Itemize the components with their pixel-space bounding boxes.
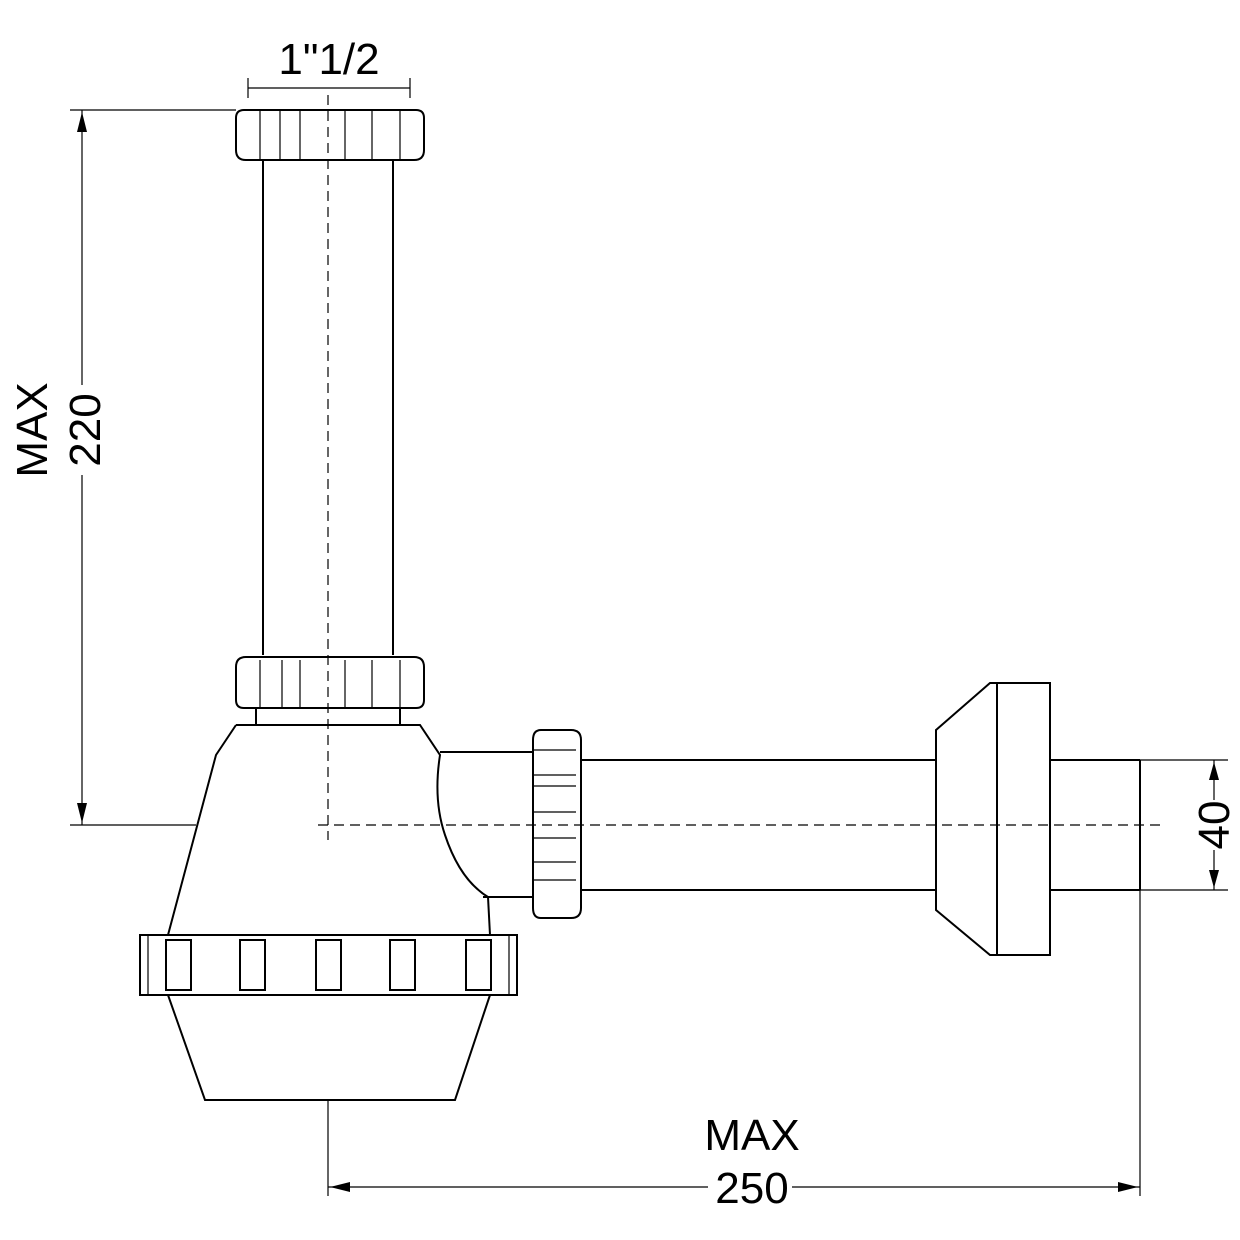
thread-size-label: 1"1/2 (278, 35, 379, 84)
height-value-label: 220 (61, 393, 110, 466)
middle-coupling-nut (235, 656, 425, 726)
width-max-label: MAX (704, 1111, 799, 1160)
trap-bottle-body (167, 724, 533, 1101)
width-dimension: MAX 250 (327, 890, 1141, 1213)
height-max-label: MAX (8, 382, 57, 477)
wall-flange-rosette (935, 682, 1141, 956)
thread-size-dimension: 1"1/2 (247, 35, 411, 98)
outlet-coupling-nut (532, 729, 582, 919)
top-coupling-nut (235, 109, 425, 161)
vertical-tailpiece (262, 160, 394, 655)
bottom-ring-nut (139, 934, 518, 996)
horizontal-outlet-pipe (581, 759, 936, 891)
centre-lines (318, 95, 1162, 840)
height-dimension: MAX 220 (8, 109, 236, 826)
outlet-value-label: 40 (1190, 801, 1239, 850)
outlet-diameter-dimension: 40 (1140, 759, 1239, 891)
width-value-label: 250 (715, 1164, 788, 1213)
